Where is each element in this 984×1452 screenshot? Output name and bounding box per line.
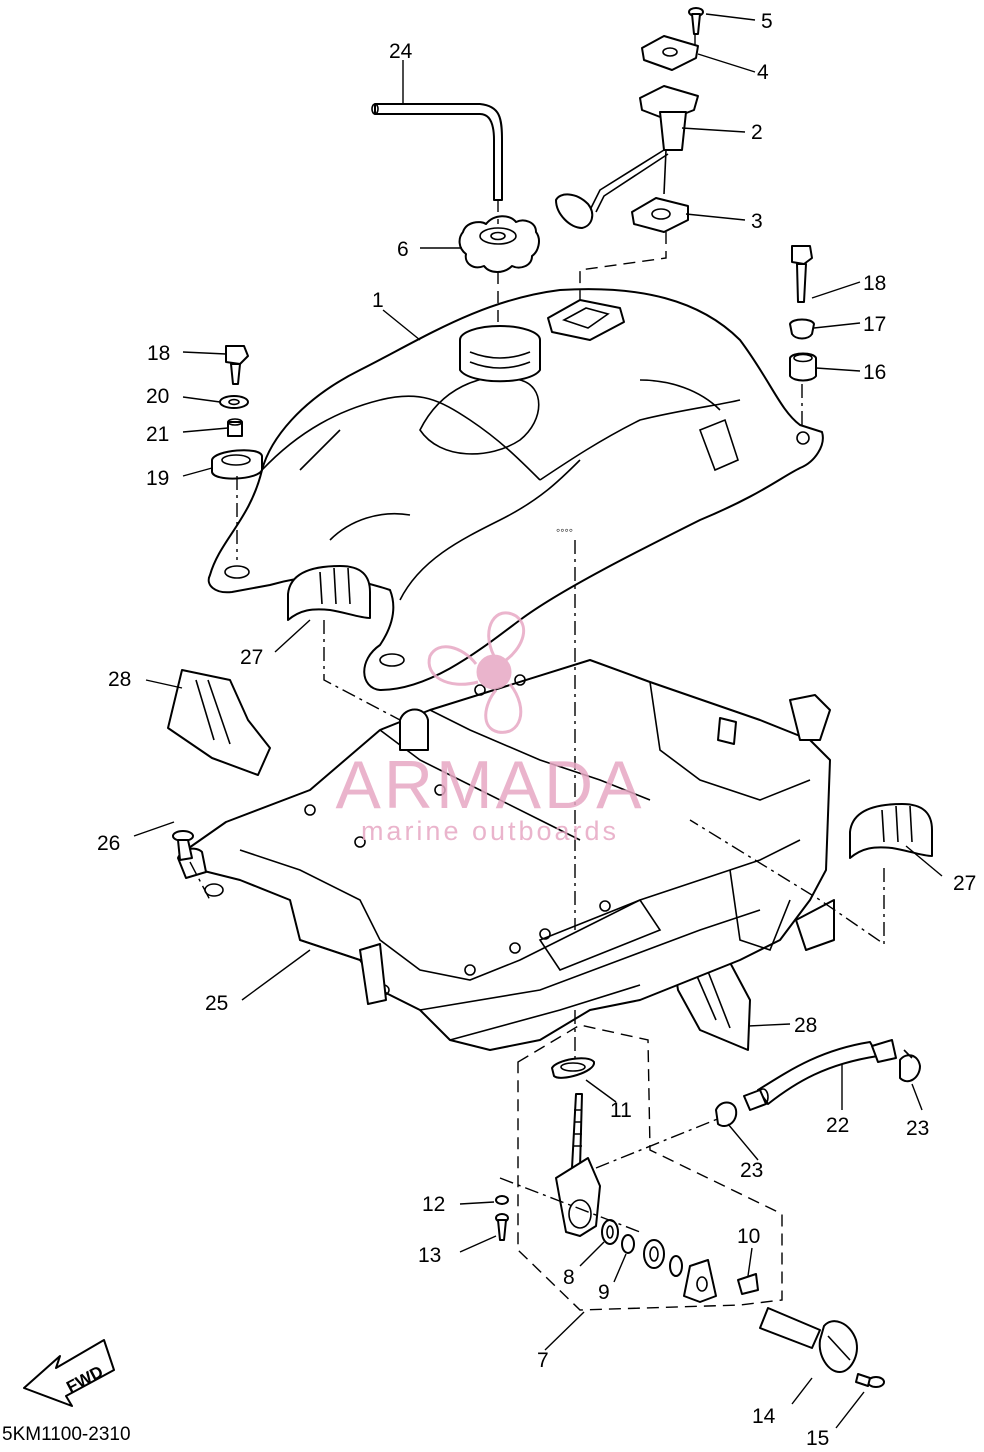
callout-8: 8 — [563, 1266, 575, 1289]
damper-left — [287, 565, 371, 621]
callout-27-left: 27 — [240, 646, 263, 669]
hose-clamp-left — [715, 1101, 738, 1128]
callout-9: 9 — [598, 1281, 610, 1304]
damper-right — [849, 803, 933, 859]
watermark-brand: ARMADA — [336, 747, 645, 823]
callout-5: 5 — [761, 10, 773, 33]
svg-text:◦◦◦◦: ◦◦◦◦ — [556, 523, 573, 537]
diagram-code: 5KM1100-2310 — [2, 1424, 131, 1445]
hose-end-fitting — [871, 1039, 897, 1063]
callout-23-left: 23 — [740, 1159, 763, 1182]
callout-12: 12 — [422, 1193, 445, 1216]
fuel-cock-assembly — [495, 1024, 783, 1311]
tank-frame-tray — [177, 659, 835, 1051]
fuel-cock-knob — [759, 1307, 858, 1373]
fuel-hose — [743, 1041, 879, 1111]
callout-20: 20 — [146, 385, 169, 408]
callout-28-right: 28 — [794, 1014, 817, 1037]
screw-5 — [688, 7, 704, 35]
heat-shield-left — [167, 669, 271, 776]
watermark-propeller-logo — [427, 611, 526, 734]
callout-3: 3 — [751, 210, 763, 233]
fuel-tank: ◦◦◦◦ — [207, 288, 824, 691]
callout-24: 24 — [389, 40, 413, 63]
callout-28-left: 28 — [108, 668, 131, 691]
callout-14: 14 — [752, 1405, 776, 1428]
callout-7: 7 — [537, 1349, 549, 1372]
watermark-tagline: marine outboards — [361, 816, 619, 846]
callout-10: 10 — [737, 1225, 760, 1248]
callout-13: 13 — [418, 1244, 441, 1267]
callout-22: 22 — [826, 1114, 849, 1137]
leader-lines — [133, 13, 943, 1429]
sender-cover-plate — [641, 35, 699, 71]
fuel-cap — [458, 215, 540, 273]
callout-21: 21 — [146, 423, 169, 446]
watermark: ARMADA marine outboards — [336, 611, 645, 846]
callout-1: 1 — [372, 289, 384, 312]
callout-11: 11 — [610, 1099, 632, 1122]
callout-19: 19 — [146, 467, 169, 490]
fwd-arrow: FWD — [23, 1339, 115, 1407]
callout-18-left: 18 — [147, 342, 170, 365]
callout-4: 4 — [757, 61, 769, 84]
callout-27-right: 27 — [953, 872, 976, 895]
right-mount-hardware — [789, 245, 817, 382]
clip-26 — [172, 830, 194, 861]
left-mount-hardware — [211, 345, 263, 480]
callout-18-right: 18 — [863, 272, 886, 295]
callout-17: 17 — [863, 313, 886, 336]
callout-15: 15 — [806, 1427, 829, 1447]
callout-23-right: 23 — [906, 1117, 929, 1140]
callout-6: 6 — [397, 238, 409, 261]
callout-2: 2 — [751, 121, 763, 144]
hose-clamp-right — [899, 1049, 921, 1083]
fuel-sender-unit — [555, 85, 699, 229]
screw-15 — [855, 1373, 885, 1388]
callout-26: 26 — [97, 832, 120, 855]
callout-16: 16 — [863, 361, 886, 384]
callout-25: 25 — [205, 992, 228, 1015]
breather-hose — [371, 103, 503, 201]
sender-gasket — [631, 197, 689, 233]
callout-labels: 1 2 3 4 5 6 7 8 9 10 11 12 13 14 15 16 1… — [97, 10, 976, 1450]
alignment-lines — [189, 34, 885, 1233]
